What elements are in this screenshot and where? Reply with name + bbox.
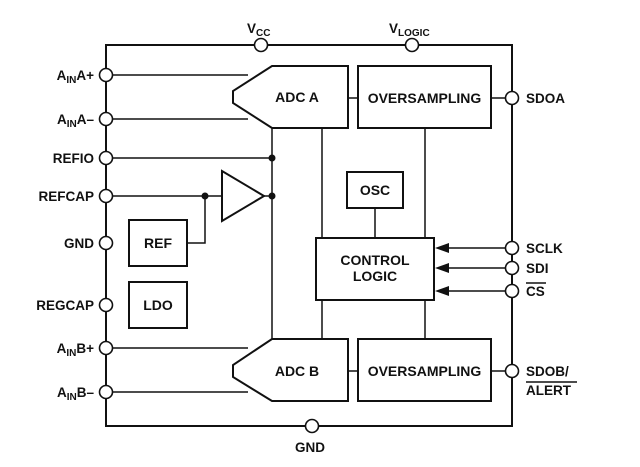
ain-b-pos-label: AINB+: [57, 341, 94, 359]
pin-gnd-bottom: [304, 418, 320, 434]
osc-block: [346, 171, 404, 209]
control-logic-label-line2: LOGIC: [353, 268, 397, 284]
junction-dot: [201, 192, 209, 200]
buffer-amplifier: [221, 169, 266, 223]
sdob-label-line1: SDOB/: [526, 364, 569, 379]
vlogic-label: VLOGIC: [389, 21, 430, 39]
ain-a-pos-label: AINA+: [57, 68, 94, 86]
sclk-arrow: [435, 243, 449, 253]
sdob-label-line2: ALERT: [526, 383, 572, 398]
pin-ain-a-pos: [98, 67, 114, 83]
adc-a-label: ADC A: [275, 89, 319, 105]
oversampling-a-label: OVERSAMPLING: [368, 90, 482, 106]
pin-gnd-left: [98, 235, 114, 251]
sdoa-label: SDOA: [526, 91, 565, 106]
sclk-label: SCLK: [526, 241, 563, 256]
regcap-label: REGCAP: [36, 298, 94, 313]
control-logic-block: [315, 237, 435, 301]
refcap-label: REFCAP: [38, 189, 94, 204]
control-logic-label-line1: CONTROL: [340, 252, 410, 268]
cs-label: CS: [526, 284, 545, 299]
sdi-label: SDI: [526, 261, 549, 276]
sdi-arrow: [435, 263, 449, 273]
adc-a-block: [232, 65, 349, 129]
pin-sdoa: [504, 90, 520, 106]
adc-b-block: [232, 338, 349, 402]
pin-vlogic: [404, 37, 420, 53]
vcc-label: VCC: [247, 21, 270, 39]
junction-dot: [268, 192, 276, 200]
ref-label: REF: [144, 235, 172, 251]
ain-b-neg-label: AINB–: [57, 385, 94, 403]
adc-b-label: ADC B: [275, 363, 319, 379]
pin-refio: [98, 150, 114, 166]
ref-block: [128, 219, 188, 267]
pin-refcap: [98, 188, 114, 204]
pin-regcap: [98, 297, 114, 313]
pins: [98, 37, 520, 434]
pin-ain-b-pos: [98, 340, 114, 356]
refio-label: REFIO: [53, 151, 94, 166]
gnd-left-label: GND: [64, 236, 94, 251]
pin-ain-b-neg: [98, 384, 114, 400]
junction-dot: [268, 154, 276, 162]
pin-cs: [504, 283, 520, 299]
pin-ain-a-neg: [98, 111, 114, 127]
pin-sclk: [504, 240, 520, 256]
gnd-bottom-label: GND: [295, 440, 325, 455]
oversampling-a-block: [357, 65, 492, 129]
pin-sdi: [504, 260, 520, 276]
pin-vcc: [253, 37, 269, 53]
osc-label: OSC: [360, 182, 390, 198]
ldo-block: [128, 281, 188, 329]
cs-arrow: [435, 286, 449, 296]
ain-a-neg-label: AINA–: [57, 112, 94, 130]
oversampling-b-label: OVERSAMPLING: [368, 363, 482, 379]
oversampling-b-block: [357, 338, 492, 402]
ldo-label: LDO: [143, 297, 173, 313]
pin-sdob-alert: [504, 363, 520, 379]
